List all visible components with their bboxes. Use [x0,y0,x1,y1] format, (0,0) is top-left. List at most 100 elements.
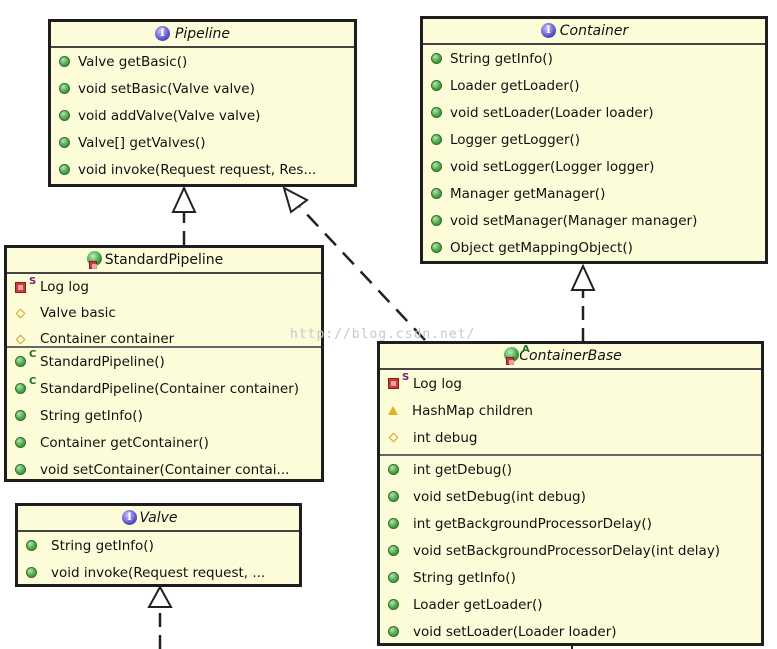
method-row[interactable]: void setContainer(Container contai... [7,456,321,479]
container-hollow-arrowhead [570,263,596,291]
pipeline-method-row[interactable]: void invoke(Request request, Res... [51,156,354,183]
method-label: Manager getManager() [450,185,606,202]
pipeline-method-row[interactable]: void setBasic(Valve valve) [51,75,354,102]
container-method-row[interactable]: Object getMappingObject() [423,234,765,261]
method-label: Object getMappingObject() [450,239,633,256]
pipeline-method-row[interactable]: Valve getBasic() [51,48,354,75]
static-marker: S [402,372,410,383]
public-method-icon [59,137,70,148]
method-label: String getInfo() [413,569,516,586]
field-row[interactable]: S Log log [380,370,761,397]
method-label: void setLoader(Loader loader) [413,623,617,640]
valve-hollow-arrowhead [147,584,173,608]
field-label: Container container [40,331,175,346]
public-method-icon [15,437,26,448]
pipeline-header: I Pipeline [51,22,354,48]
method-row[interactable]: C StandardPipeline(Container container) [7,375,321,402]
public-method-icon [15,410,26,421]
containerbase-realizes-pipeline-line [299,206,426,341]
public-method-icon [15,356,26,367]
method-label: void invoke(Request request, Res... [78,161,317,178]
method-row[interactable]: String getInfo() [380,564,761,591]
pipeline-interface-box[interactable]: I Pipeline Valve getBasic() void setBasi… [48,19,357,187]
field-row[interactable]: S Log log [7,274,321,300]
public-method-icon [59,56,70,67]
container-method-row[interactable]: Loader getLoader() [423,72,765,99]
public-method-icon [388,626,399,637]
method-label: void invoke(Request request, ... [51,564,266,581]
public-method-icon [59,83,70,94]
container-method-row[interactable]: String getInfo() [423,45,765,72]
public-method-icon [431,134,442,145]
standardpipeline-header: StandardPipeline [7,248,321,274]
public-method-icon [388,572,399,583]
abstract-marker: A [522,344,530,355]
private-overlay-icon [506,357,514,365]
public-method-icon [26,567,37,578]
method-label: void setLoader(Loader loader) [450,104,654,121]
warning-icon [388,406,398,415]
standardpipeline-title: StandardPipeline [104,252,224,268]
method-row[interactable]: int getDebug() [380,456,761,483]
method-label: Valve getBasic() [78,53,188,70]
public-method-icon [431,242,442,253]
valve-method-row[interactable]: void invoke(Request request, ... [18,559,299,584]
method-row[interactable]: int getBackgroundProcessorDelay() [380,510,761,537]
constructor-marker: C [29,376,37,387]
container-method-row[interactable]: void setLoader(Loader loader) [423,99,765,126]
method-label: Loader getLoader() [413,596,543,613]
private-overlay-icon [89,261,97,269]
method-row[interactable]: void setDebug(int debug) [380,483,761,510]
valve-header: I Valve [18,506,299,532]
container-method-row[interactable]: Manager getManager() [423,180,765,207]
method-label: void setBackgroundProcessorDelay(int del… [413,542,721,559]
standardpipeline-fields: S Log log Valve basic Container containe… [7,274,321,346]
pipeline-method-row[interactable]: void addValve(Valve valve) [51,102,354,129]
method-label: void setManager(Manager manager) [450,212,698,229]
static-marker: S [29,276,37,287]
containerbase-header: A ContainerBase [380,344,761,370]
field-label: Valve basic [40,305,116,321]
constructor-marker: C [29,349,37,360]
private-static-field-icon [388,378,399,389]
pipeline-hollow-arrowhead-2 [282,186,309,214]
container-interface-box[interactable]: I Container String getInfo() Loader getL… [420,16,768,264]
interface-icon: I [155,26,170,41]
field-row[interactable]: Valve basic [7,300,321,326]
standardpipeline-class-box[interactable]: StandardPipeline S Log log Valve basic C… [4,245,324,482]
pipeline-method-row[interactable]: Valve[] getValves() [51,129,354,156]
containerbase-methods: int getDebug() void setDebug(int debug) … [380,454,761,643]
pipeline-hollow-arrowhead [171,185,197,213]
method-row[interactable]: Container getContainer() [7,429,321,456]
method-label: void setBasic(Valve valve) [78,80,255,97]
pipeline-title: Pipeline [174,26,231,42]
interface-icon: I [122,510,137,525]
field-row[interactable]: int debug [380,424,761,451]
method-label: String getInfo() [51,537,154,554]
method-row[interactable]: Loader getLoader() [380,591,761,618]
standardpipeline-methods: C StandardPipeline() C StandardPipeline(… [7,346,321,479]
method-row[interactable]: String getInfo() [7,402,321,429]
public-method-icon [59,110,70,121]
method-label: void setContainer(Container contai... [40,461,290,478]
public-method-icon [388,518,399,529]
method-row[interactable]: void setLoader(Loader loader) [380,618,761,643]
field-label: int debug [413,429,478,446]
field-row[interactable]: Container container [7,326,321,346]
containerbase-class-box[interactable]: A ContainerBase S Log log HashMap childr… [377,341,764,646]
public-method-icon [59,164,70,175]
method-label: Logger getLogger() [450,131,581,148]
public-method-icon [388,545,399,556]
method-row[interactable]: C StandardPipeline() [7,348,321,375]
container-method-row[interactable]: void setLogger(Logger logger) [423,153,765,180]
field-label: Log log [40,279,89,295]
container-method-row[interactable]: Logger getLogger() [423,126,765,153]
container-method-row[interactable]: void setManager(Manager manager) [423,207,765,234]
field-row[interactable]: HashMap children [380,397,761,424]
method-label: Container getContainer() [40,434,209,451]
method-row[interactable]: void setBackgroundProcessorDelay(int del… [380,537,761,564]
watermark: http://blog.csdn.net/ [290,327,476,342]
valve-interface-box[interactable]: I Valve String getInfo() void invoke(Req… [15,503,302,587]
valve-method-row[interactable]: String getInfo() [18,532,299,559]
containerbase-title: ContainerBase [519,348,622,364]
